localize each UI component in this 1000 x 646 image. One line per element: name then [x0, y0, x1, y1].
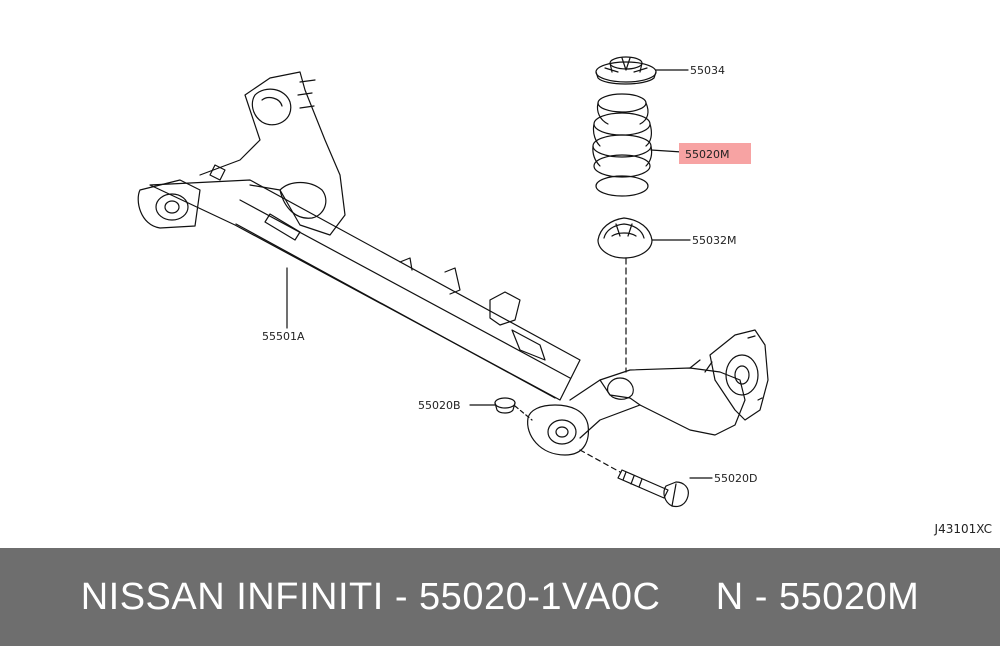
- coil-spring: [592, 93, 653, 197]
- bolt-55020d: [617, 469, 689, 508]
- label-55501a: 55501A: [262, 330, 305, 343]
- figure-code: J43101XC: [934, 522, 992, 536]
- label-55020b: 55020B: [418, 399, 461, 412]
- title-banner: NISSAN INFINITI - 55020-1VA0C N - 55020M: [0, 548, 1000, 646]
- label-55034: 55034: [690, 64, 725, 77]
- lower-spring-seat: [597, 217, 653, 259]
- upper-spring-seat: [595, 56, 657, 85]
- label-55020m: 55020M: [685, 148, 729, 161]
- nut-55020b: [494, 397, 516, 414]
- suspension-diagram: 55034 55020M 55032M 55501A 55020B 55020D: [137, 56, 769, 508]
- rear-axle-beam: [137, 71, 769, 456]
- label-55020d: 55020D: [714, 472, 757, 485]
- highlight-box: [679, 143, 751, 164]
- banner-text: NISSAN INFINITI - 55020-1VA0C N - 55020M: [80, 575, 920, 618]
- label-55032m: 55032M: [692, 234, 736, 247]
